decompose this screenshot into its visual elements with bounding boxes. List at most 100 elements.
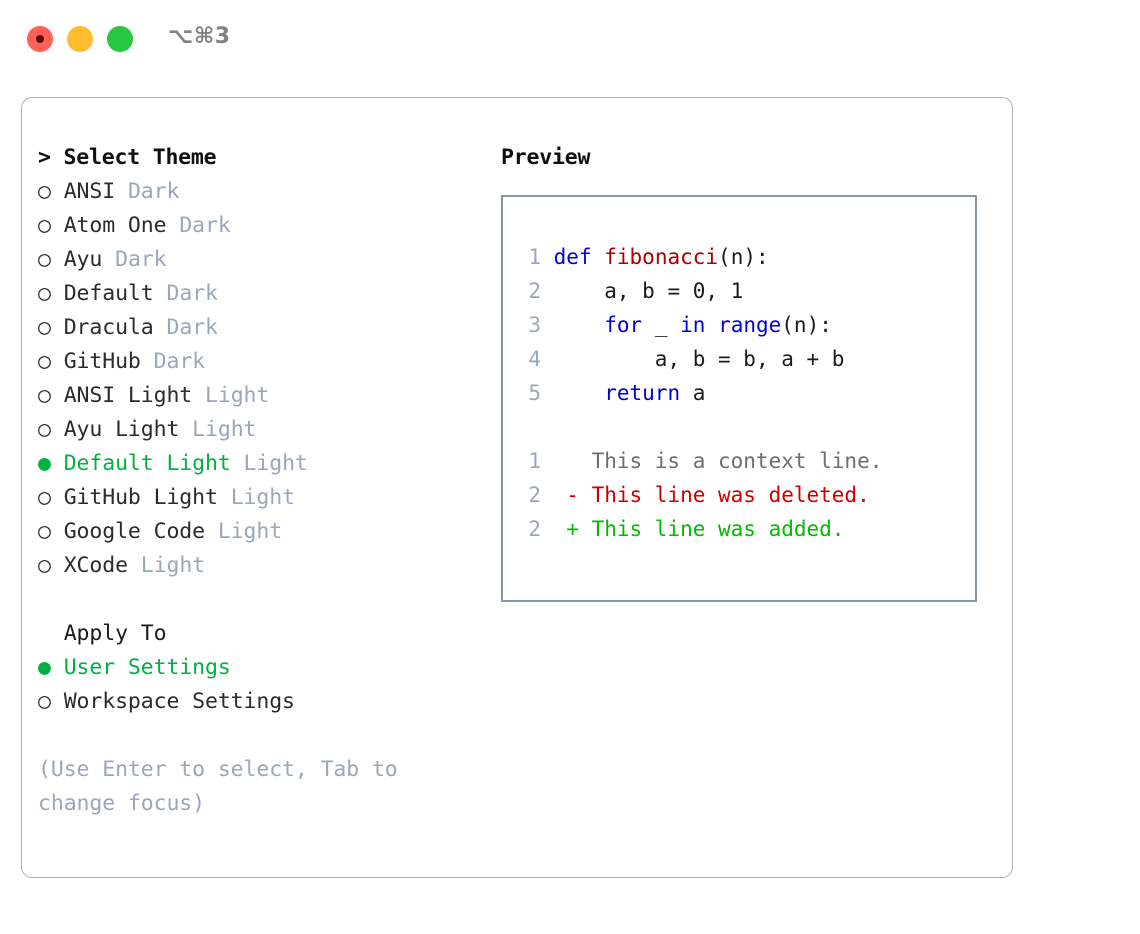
theme-item-default-light[interactable]: ● Default Light Light xyxy=(38,447,488,481)
code-token: a, b = 0, 1 xyxy=(553,279,744,303)
line-number: 4 xyxy=(528,347,541,371)
radio-unselected-icon: ○ xyxy=(38,383,64,408)
radio-unselected-icon: ○ xyxy=(38,281,64,306)
theme-name: Default Light xyxy=(63,451,244,476)
maximize-button[interactable] xyxy=(107,26,133,52)
theme-variant-badge: Light xyxy=(230,485,295,510)
code-token: (n): xyxy=(718,245,769,269)
code-token: a, b = b, a + b xyxy=(553,347,845,371)
preview-column: Preview 1 def fibonacci(n):2 a, b = 0, 1… xyxy=(501,141,991,602)
code-token: in xyxy=(680,313,706,337)
theme-item-github[interactable]: ○ GitHub Dark xyxy=(38,345,488,379)
preview-header: Preview xyxy=(501,145,591,170)
code-token xyxy=(554,381,605,405)
code-token: def xyxy=(553,245,592,269)
theme-name: Atom One xyxy=(63,213,180,238)
code-token: a xyxy=(680,381,706,405)
code-text xyxy=(541,245,554,269)
code-line: 4 a, b = b, a + b xyxy=(511,342,967,376)
diff-line: 2 + This line was added. xyxy=(511,512,967,546)
diff-text: + This line was added. xyxy=(541,517,845,541)
code-line: 1 def fibonacci(n): xyxy=(511,240,967,274)
code-line: 2 a, b = 0, 1 xyxy=(511,274,967,308)
theme-name: Dracula xyxy=(63,315,167,340)
theme-name: GitHub Light xyxy=(63,485,231,510)
radio-unselected-icon: ○ xyxy=(38,247,64,272)
keyboard-hint-text: (Use Enter to select, Tab to change focu… xyxy=(38,757,398,816)
code-text xyxy=(541,279,554,303)
theme-item-xcode[interactable]: ○ XCode Light xyxy=(38,549,488,583)
theme-name: Ayu Light xyxy=(63,417,193,442)
apply-to-list: ● User Settings○ Workspace Settings xyxy=(38,651,488,719)
radio-unselected-icon: ○ xyxy=(38,179,64,204)
theme-item-ansi[interactable]: ○ ANSI Dark xyxy=(38,175,488,209)
theme-variant-badge: Dark xyxy=(179,213,231,238)
theme-name: ANSI Light xyxy=(63,383,205,408)
line-number: 2 xyxy=(528,279,541,303)
code-token xyxy=(705,313,718,337)
line-number: 2 xyxy=(528,483,541,507)
close-button[interactable] xyxy=(27,26,53,52)
code-token: fibonacci xyxy=(604,245,719,269)
theme-name: XCode xyxy=(63,553,141,578)
theme-name: GitHub xyxy=(63,349,154,374)
line-number: 2 xyxy=(528,517,541,541)
theme-variant-badge: Light xyxy=(192,417,257,442)
code-spacer xyxy=(511,410,967,444)
select-theme-header: > Select Theme xyxy=(38,145,217,170)
code-line: 3 for _ in range(n): xyxy=(511,308,967,342)
diff-text: This is a context line. xyxy=(541,449,883,473)
apply-to-item-workspace-settings[interactable]: ○ Workspace Settings xyxy=(38,685,488,719)
radio-unselected-icon: ○ xyxy=(38,349,64,374)
theme-variant-badge: Light xyxy=(205,383,270,408)
code-token xyxy=(592,245,605,269)
theme-item-google-code[interactable]: ○ Google Code Light xyxy=(38,515,488,549)
theme-variant-badge: Dark xyxy=(166,315,218,340)
radio-unselected-icon: ○ xyxy=(38,213,64,238)
theme-selector-column: > Select Theme ○ ANSI Dark○ Atom One Dar… xyxy=(38,141,488,821)
window-title: ⌥⌘3 xyxy=(168,24,231,49)
theme-item-github-light[interactable]: ○ GitHub Light Light xyxy=(38,481,488,515)
code-line: 5 return a xyxy=(511,376,967,410)
theme-item-ansi-light[interactable]: ○ ANSI Light Light xyxy=(38,379,488,413)
code-token: return xyxy=(604,381,681,405)
recording-dot-icon xyxy=(36,35,44,43)
theme-item-default[interactable]: ○ Default Dark xyxy=(38,277,488,311)
theme-item-atom-one[interactable]: ○ Atom One Dark xyxy=(38,209,488,243)
theme-item-ayu[interactable]: ○ Ayu Dark xyxy=(38,243,488,277)
radio-selected-icon: ● xyxy=(38,451,64,476)
theme-name: Ayu xyxy=(63,247,116,272)
theme-item-ayu-light[interactable]: ○ Ayu Light Light xyxy=(38,413,488,447)
minimize-button[interactable] xyxy=(67,26,93,52)
theme-item-dracula[interactable]: ○ Dracula Dark xyxy=(38,311,488,345)
diff-text: - This line was deleted. xyxy=(541,483,870,507)
radio-unselected-icon: ○ xyxy=(38,553,64,578)
code-token: _ xyxy=(642,313,681,337)
theme-variant-badge: Dark xyxy=(153,349,206,374)
code-text xyxy=(541,347,554,371)
line-number: 1 xyxy=(528,449,541,473)
theme-name: ANSI xyxy=(63,179,128,204)
theme-variant-badge: Light xyxy=(140,553,206,578)
radio-unselected-icon: ○ xyxy=(38,315,64,340)
line-number: 5 xyxy=(528,381,541,405)
radio-selected-icon: ● xyxy=(38,655,64,680)
apply-to-section: Apply To ● User Settings○ Workspace Sett… xyxy=(38,617,488,719)
code-token: range xyxy=(718,313,782,337)
code-token: (n): xyxy=(781,313,832,337)
theme-variant-badge: Dark xyxy=(127,179,180,204)
line-number: 1 xyxy=(528,245,541,269)
theme-name: Google Code xyxy=(63,519,218,544)
theme-variant-badge: Dark xyxy=(115,247,167,272)
apply-to-item-user-settings[interactable]: ● User Settings xyxy=(38,651,488,685)
code-text xyxy=(541,313,554,337)
code-token xyxy=(554,313,605,337)
radio-unselected-icon: ○ xyxy=(38,485,64,510)
title-bar: ⌥⌘3 xyxy=(0,0,1140,78)
apply-to-label: Apply To xyxy=(38,621,167,646)
apply-to-label-text: Workspace Settings xyxy=(63,689,295,714)
code-text xyxy=(541,381,554,405)
